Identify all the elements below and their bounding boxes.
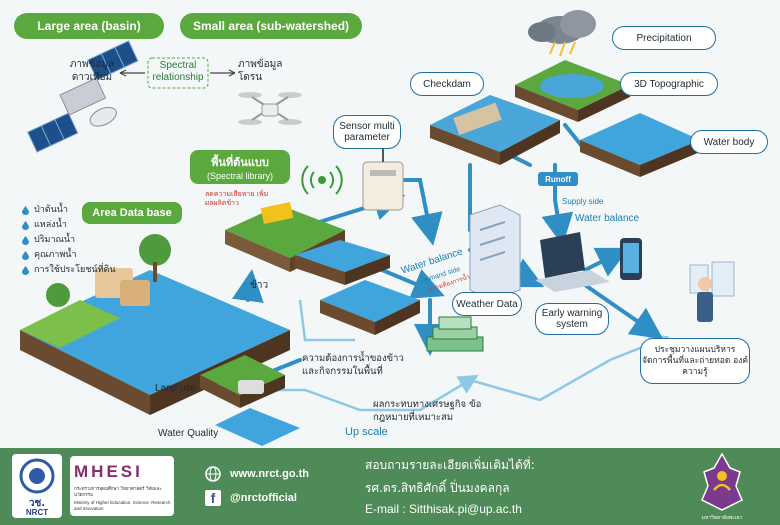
list-item: ปริมาณน้ำ	[22, 233, 116, 248]
spectral-relationship-label: Spectral relationship	[152, 60, 204, 83]
sensor-label: Sensor multi parameter	[333, 115, 401, 149]
supply-side-label: Supply side	[562, 197, 604, 206]
list-item-label: การใช้ประโยชน์ที่ดิน	[34, 265, 116, 275]
spectral-library-badge: พื้นที่ต้นแบบ (Spectral library)	[190, 150, 290, 184]
up-scale-label: Up scale	[345, 426, 388, 438]
meeting-label: ประชุมวางแผนบริหาร จัดการพื้นที่และถ่ายท…	[640, 338, 750, 384]
nrct-thai-abbr: วช.	[28, 498, 46, 509]
nrct-emblem-icon	[19, 458, 55, 494]
list-item: คุณภาพน้ำ	[22, 248, 116, 263]
land-use-label: Land use	[155, 383, 197, 394]
list-item: การใช้ประโยชน์ที่ดิน	[22, 263, 116, 278]
nrct-logo: วช. NRCT	[12, 454, 62, 518]
list-item-label: แหล่งน้ำ	[34, 220, 67, 230]
list-item-label: ปริมาณน้ำ	[34, 235, 76, 245]
topographic-label: 3D Topographic	[620, 72, 718, 96]
rice-label: ข้าว	[250, 280, 269, 291]
list-item: แหล่งน้ำ	[22, 218, 116, 233]
water-quality-label: Water Quality	[158, 428, 219, 439]
water-drop-icon	[22, 251, 29, 260]
water-drop-icon	[22, 206, 29, 215]
precipitation-label: Precipitation	[612, 26, 716, 50]
spectral-library-thai: พื้นที่ต้นแบบ	[211, 156, 269, 169]
area-database-list: ป่าต้นน้ำ แหล่งน้ำ ปริมาณน้ำ คุณภาพน้ำ ก…	[22, 203, 116, 278]
satellite-image-label: ภาพข้อมูลดาวเทียม	[69, 59, 115, 83]
water-balance-right-label: Water balance	[575, 213, 640, 224]
ministry-english-name: Ministry of Higher Education, Science, R…	[74, 500, 171, 511]
website-link[interactable]: www.nrct.go.th	[230, 468, 310, 480]
drone-image-label: ภาพข้อมูลโดรน	[238, 59, 283, 83]
university-caption: มหาวิทยาลัยพะเยา	[701, 515, 743, 521]
early-warning-label: Early warning system	[535, 303, 609, 335]
diagram-canvas: Large area (basin) Small area (sub-water…	[14, 10, 768, 446]
runoff-tag: Runoff	[538, 172, 578, 186]
mhesi-logo: MHESI กระทรวงการอุดมศึกษา วิทยาศาสตร์ วิ…	[70, 456, 174, 516]
economic-impact-label: ผลกระทบทางเศรษฐกิจ ข้อกฎหมายที่เหมาะสม	[373, 399, 482, 423]
loss-reduction-note: ลดความเสียหาย เพิ่มผลผลิตข้าว	[205, 190, 269, 207]
ministry-thai-name: กระทรวงการอุดมศึกษา วิทยาศาสตร์ วิจัยและ…	[74, 487, 162, 498]
water-drop-icon	[22, 236, 29, 245]
water-body-label: Water body	[690, 130, 768, 154]
facebook-link[interactable]: @nrctofficial	[230, 492, 297, 504]
nrct-abbr: NRCT	[25, 508, 49, 517]
university-of-phayao-logo: มหาวิทยาลัยพะเยา	[696, 452, 748, 522]
water-drop-icon	[22, 266, 29, 275]
diagram-artwork	[20, 10, 735, 446]
water-drop-icon	[22, 221, 29, 230]
contact-name: รศ.ดร.สิทธิศักดิ์ ปิ่นมงคลกุล	[365, 481, 510, 495]
small-area-badge: Small area (sub-watershed)	[180, 13, 362, 39]
footer-bar: วช. NRCT MHESI กระทรวงการอุดมศึกษา วิทยา…	[0, 448, 780, 525]
large-area-badge: Large area (basin)	[14, 13, 164, 39]
contact-email[interactable]: E-mail : Sitthisak.pi@up.ac.th	[365, 502, 522, 516]
university-emblem-icon	[701, 452, 743, 511]
mhesi-wordmark: MHESI	[74, 462, 143, 481]
list-item-label: ป่าต้นน้ำ	[34, 205, 68, 215]
facebook-icon: f	[205, 490, 221, 506]
checkdam-label: Checkdam	[410, 72, 484, 96]
globe-icon	[205, 466, 221, 482]
list-item-label: คุณภาพน้ำ	[34, 250, 77, 260]
list-item: ป่าต้นน้ำ	[22, 203, 116, 218]
area-database-badge: Area Data base	[82, 202, 182, 224]
water-demand-label: ความต้องการน้ำของข้าว และกิจกรรมในพื้นที…	[302, 353, 404, 377]
contact-heading: สอบถามรายละเอียดเพิ่มเติมได้ที่:	[365, 458, 535, 472]
spectral-library-english: (Spectral library)	[206, 171, 273, 181]
weather-data-label: Weather Data	[452, 292, 522, 316]
